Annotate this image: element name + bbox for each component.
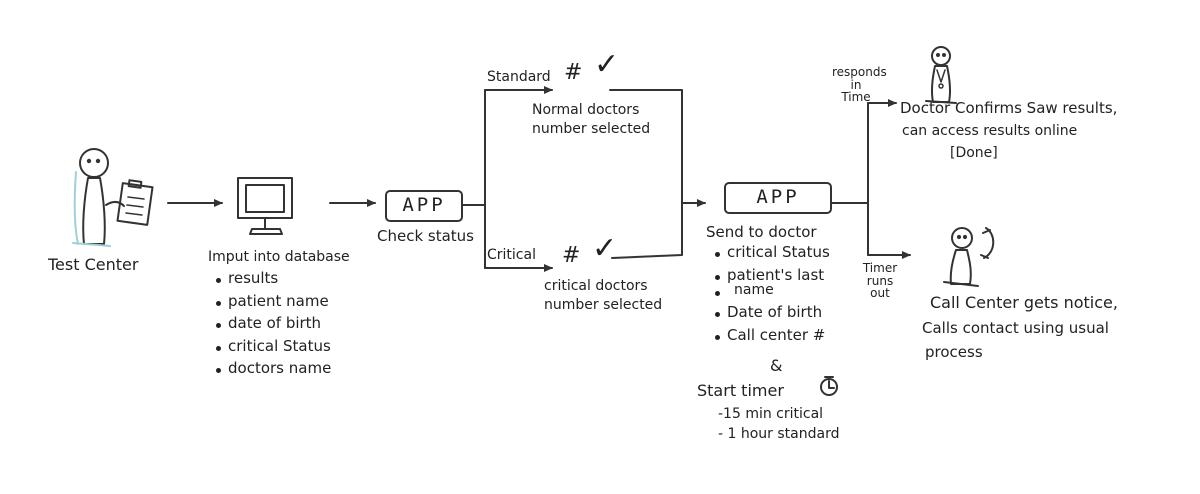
standard-label: Standard: [487, 69, 551, 85]
check-status-label: Check status: [377, 227, 475, 245]
hash-icon: #: [562, 243, 581, 268]
app-box-check: APP: [385, 190, 463, 222]
input-list: results patient name date of birth criti…: [215, 270, 331, 383]
list-item: critical Status: [714, 244, 830, 261]
standard-line-1: Normal doctors: [532, 102, 640, 118]
test-center-label: Test Center: [48, 255, 139, 274]
list-item: - 1 hour standard: [718, 426, 840, 443]
list-item-continuation: name: [734, 282, 774, 298]
send-to-doctor-title: Send to doctor: [706, 223, 817, 241]
list-item-continued: name: [714, 282, 830, 298]
critical-line-2: number selected: [544, 297, 663, 313]
responds-line-2: in: [850, 77, 862, 92]
app-box-send: APP: [724, 182, 832, 214]
doctor-outcome-done: [Done]: [950, 145, 998, 161]
timer-out-line-1: Timer: [862, 261, 898, 275]
check-icon: ✓: [592, 231, 618, 266]
input-title: Imput into database: [208, 249, 350, 265]
call-center-line-2: Calls contact using usual: [922, 319, 1109, 337]
responds-line-3: Time: [841, 90, 871, 105]
list-item: patient name: [215, 292, 331, 310]
clipboard-icon: [105, 179, 154, 226]
start-timer-title: Start timer: [697, 381, 784, 400]
call-center-line-1: Call Center gets notice,: [930, 293, 1118, 312]
list-item: doctors name: [215, 360, 331, 377]
person-icon: [72, 148, 111, 247]
send-list: critical Status patient's last name Date…: [714, 244, 830, 349]
doctor-outcome-line-2: can access results online: [902, 123, 1078, 139]
monitor-icon: [237, 177, 293, 235]
timer-out-line-3: out: [870, 286, 890, 301]
hash-icon: #: [564, 60, 583, 85]
standard-line-2: number selected: [532, 121, 651, 137]
doctor-icon: [925, 46, 957, 104]
call-center-line-3: process: [925, 343, 983, 361]
timer-runs-out-label: Timer runs out: [858, 262, 902, 300]
doctor-outcome-line-1: Doctor Confirms Saw results,: [900, 99, 1118, 117]
phone-icon: [943, 227, 995, 287]
list-item: date of birth: [215, 315, 331, 332]
critical-line-1: critical doctors: [544, 278, 648, 294]
responds-in-time-label: responds in Time: [832, 65, 887, 105]
list-item: critical Status: [215, 337, 331, 355]
list-item: Date of birth: [714, 304, 830, 321]
ampersand: &: [770, 356, 783, 375]
timer-out-line-2: runs: [866, 273, 894, 288]
list-item: -15 min critical: [718, 406, 824, 422]
timer-icon: [820, 376, 838, 396]
list-item: patient's last: [714, 266, 830, 284]
responds-line-1: responds: [832, 65, 887, 79]
critical-label: Critical: [487, 247, 536, 263]
timer-list: -15 min critical - 1 hour standard: [718, 406, 839, 446]
list-item: results: [215, 270, 331, 287]
check-icon: ✓: [594, 47, 620, 82]
list-item: Call center #: [714, 327, 830, 344]
